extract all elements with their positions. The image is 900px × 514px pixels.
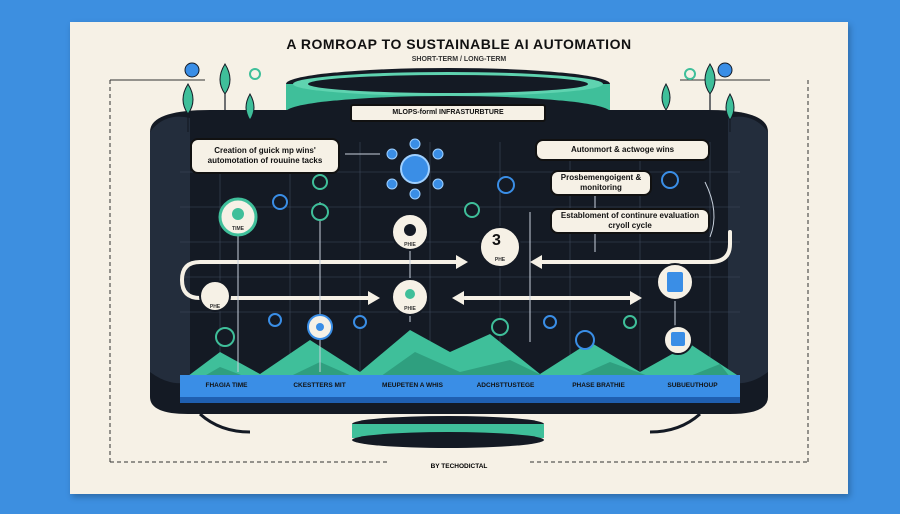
page-subtitle: SHORT-TERM / LONG-TERM xyxy=(411,56,507,63)
callout-right-top: Autonmort & actwoge wins xyxy=(535,139,710,161)
node-label: PHIE xyxy=(404,306,416,312)
phase-tab: CKESTTERS MIT xyxy=(293,382,346,389)
byline: BY TECHODICTAL xyxy=(430,463,488,470)
node-label: TIME xyxy=(232,226,244,232)
roadmap-poster: A ROMROAP TO SUSTAINABLE AI AUTOMATION S… xyxy=(70,22,848,494)
page-title: A ROMROAP TO SUSTAINABLE AI AUTOMATION xyxy=(286,36,632,52)
header-banner: MLOPS-forml INFRASTURBTURE xyxy=(350,104,546,122)
phase-tab: SUBUEUTHOUP xyxy=(667,382,718,389)
phase-tab: ADCHSTTUSTEGE xyxy=(476,382,535,389)
roadmap-illustration xyxy=(109,62,809,463)
node-label: PHIE xyxy=(404,242,416,248)
callout-left: Creation of guick mp wins' automotation … xyxy=(190,138,340,174)
phase-tab: FHAGIA TIME xyxy=(205,382,248,389)
phase-tab: MEUPETEN A WHIS xyxy=(382,382,443,389)
phase-tab: PHASE BRATHIE xyxy=(572,382,625,389)
milestone-number: 3 xyxy=(492,232,501,249)
node-label: PHE xyxy=(494,257,506,263)
callout-right-bottom: Establoment of continure evaluation cryo… xyxy=(550,208,710,234)
callout-right-mid: Prosbemengoigent & monitoring xyxy=(550,170,652,196)
node-label: PHE xyxy=(209,304,221,310)
